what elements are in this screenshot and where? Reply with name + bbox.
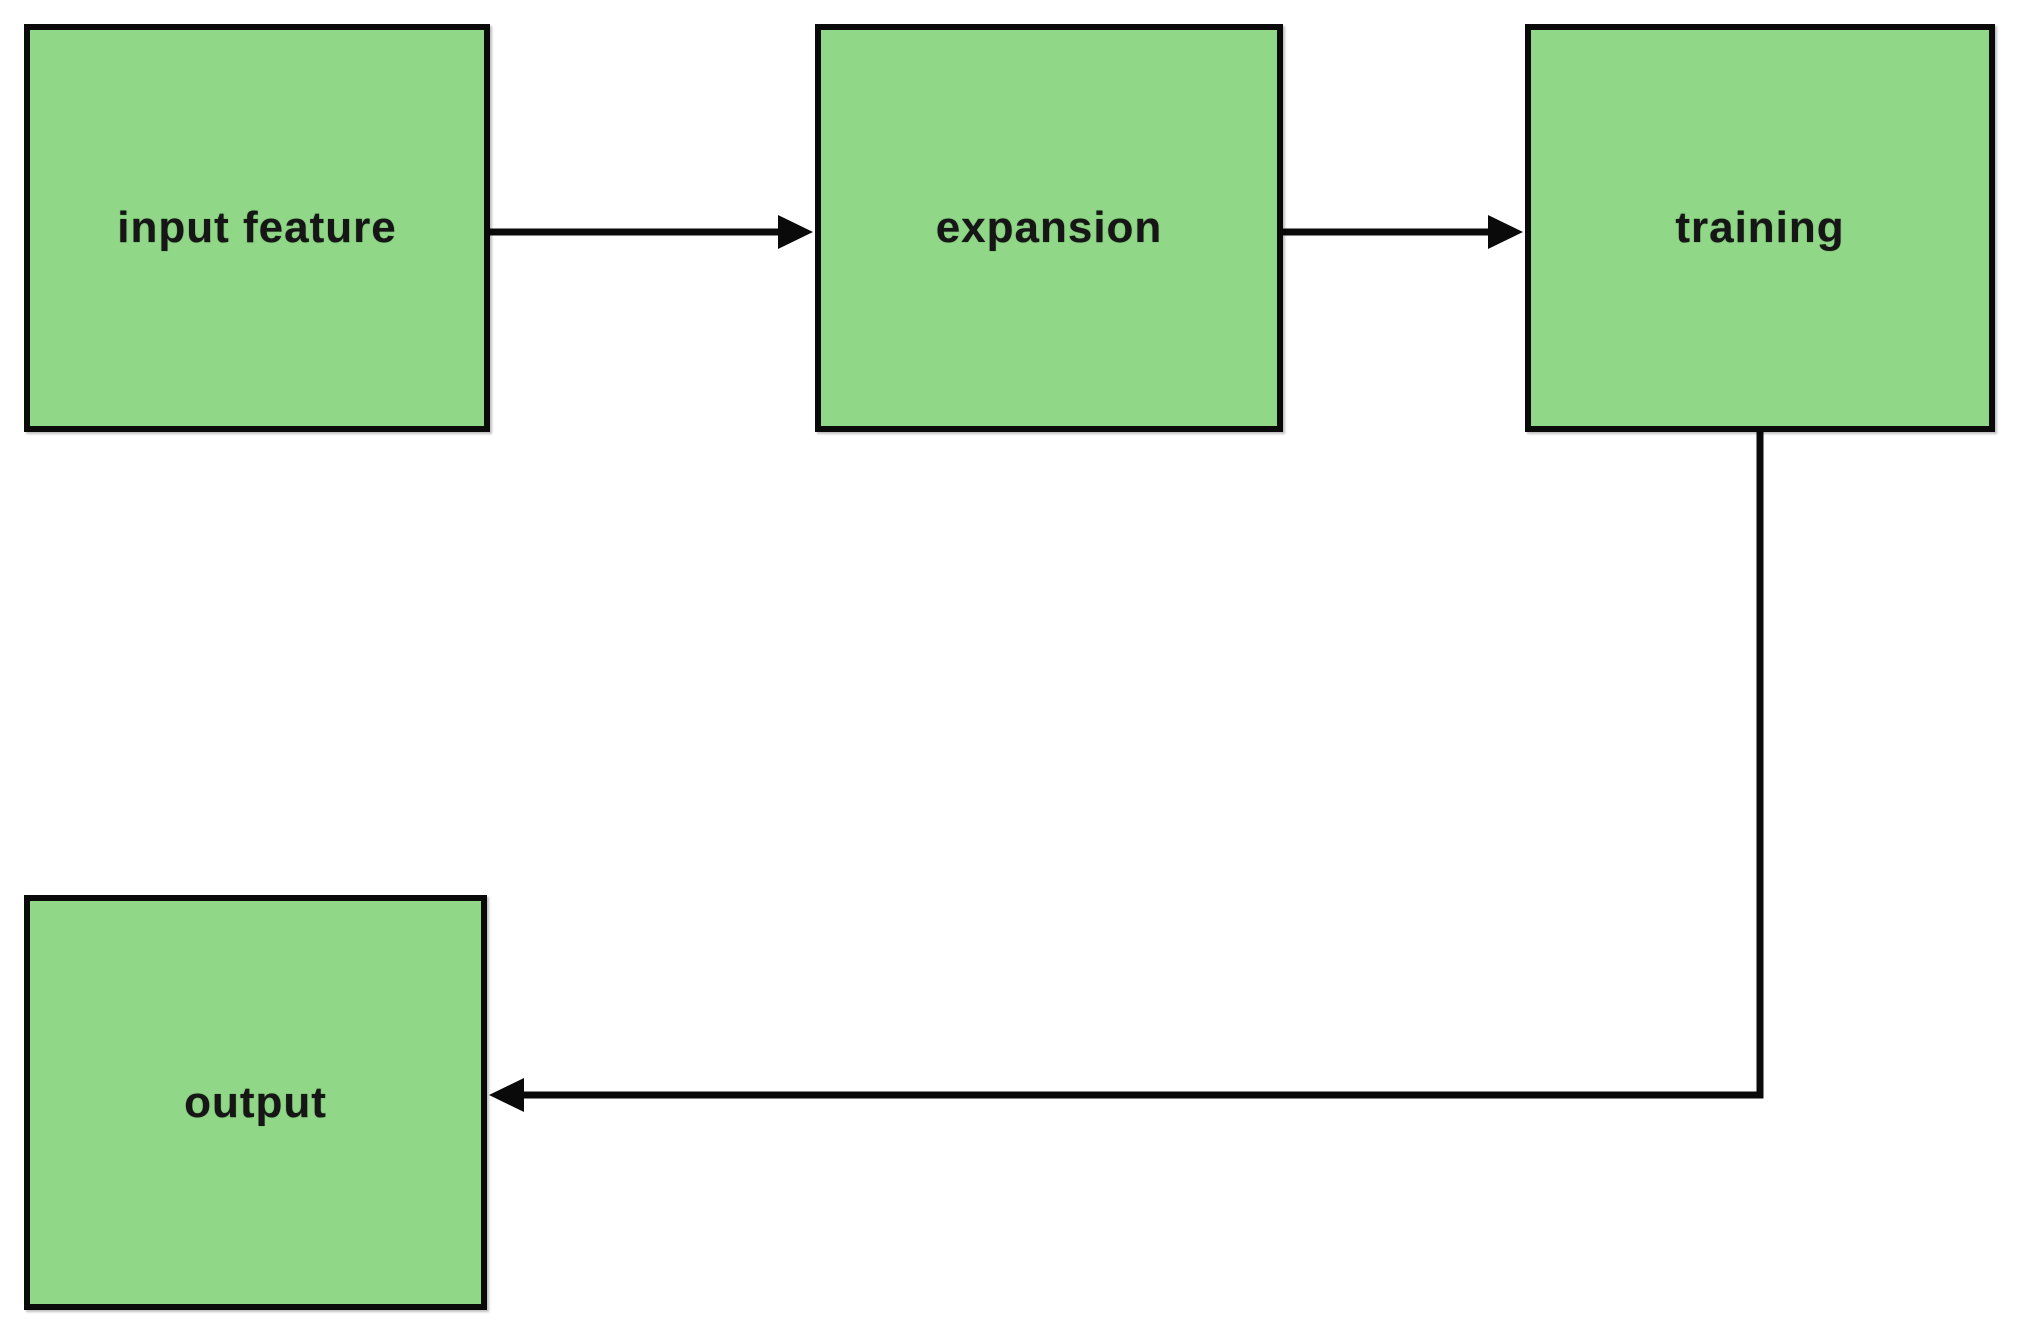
edge-expansion-to-training	[1283, 215, 1523, 249]
node-label: output	[184, 1077, 327, 1127]
node-training: training	[1525, 24, 1995, 432]
arrowhead-right-icon	[778, 215, 813, 249]
node-output: output	[24, 895, 487, 1310]
node-label: input feature	[117, 203, 397, 252]
node-label: training	[1675, 203, 1845, 252]
node-expansion: expansion	[815, 24, 1283, 432]
edge-input-feature-to-expansion	[490, 215, 813, 249]
arrowhead-right-icon	[1488, 215, 1523, 249]
edge-training-to-output	[489, 432, 1764, 1112]
arrowhead-left-icon	[489, 1078, 524, 1112]
node-label: expansion	[935, 203, 1163, 252]
node-input-feature: input feature	[24, 24, 490, 432]
